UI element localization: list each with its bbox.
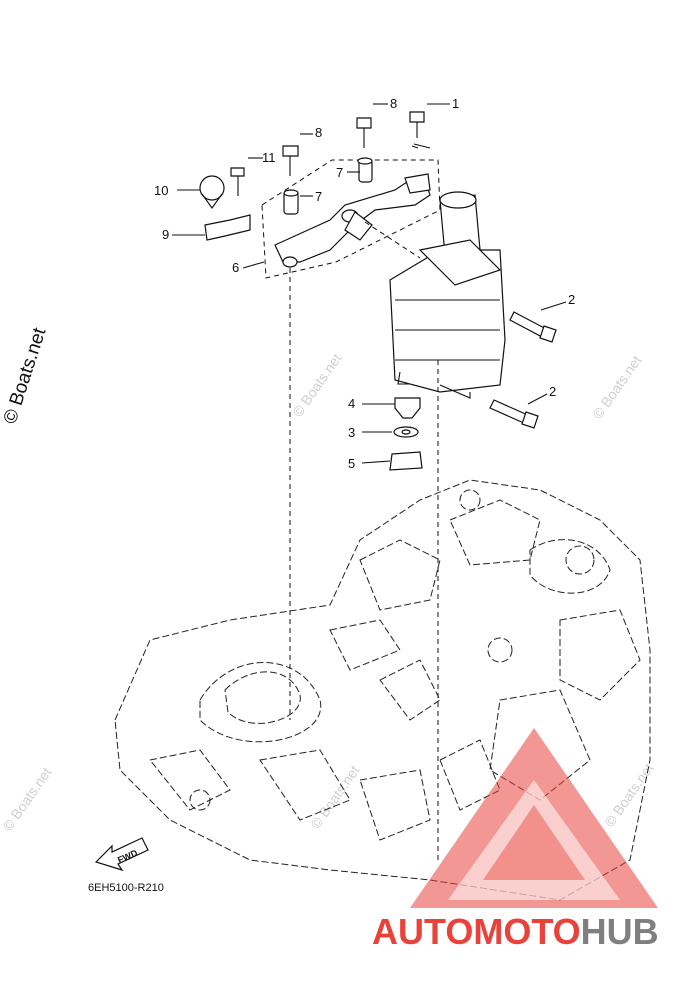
watermark-faint: © Boats.net (307, 762, 362, 831)
logo-text-automoto: AUTOMOTO (372, 911, 581, 952)
fwd-arrow: FWD (94, 837, 149, 872)
callout-6: 6 (232, 260, 239, 275)
watermark-faint: © Boats.net (0, 764, 55, 833)
callout-3: 3 (348, 425, 355, 440)
callout-8: 8 (390, 96, 397, 111)
logo-text-hub: HUB (581, 911, 659, 952)
callout-11: 11 (262, 150, 276, 165)
engine-block (114, 479, 651, 901)
callout-4: 4 (348, 396, 355, 411)
starter-motor (389, 191, 506, 399)
callout-8: 8 (315, 125, 322, 140)
leader-lines (172, 103, 567, 464)
watermark-faint: © Boats.net (589, 352, 644, 421)
callouts: 1 2 2 3 4 5 6 7 7 8 8 9 10 11 (154, 96, 575, 471)
bracket-assembly (199, 111, 557, 471)
callout-2: 2 (568, 292, 575, 307)
diagram-reference-code: 6EH5100-R210 (88, 882, 164, 894)
callout-2: 2 (549, 384, 556, 399)
automotohub-logo: AUTOMOTOHUB (372, 728, 659, 952)
callout-1: 1 (452, 96, 459, 111)
callout-5: 5 (348, 456, 355, 471)
watermark-faint: © Boats.net (289, 350, 344, 419)
callout-7: 7 (315, 189, 322, 204)
callout-10: 10 (154, 183, 168, 198)
watermark-main: © Boats.net (0, 325, 51, 427)
logo-text: AUTOMOTOHUB (372, 911, 659, 952)
alignment-lines (289, 221, 439, 860)
callout-9: 9 (162, 227, 169, 242)
callout-7: 7 (336, 165, 343, 180)
